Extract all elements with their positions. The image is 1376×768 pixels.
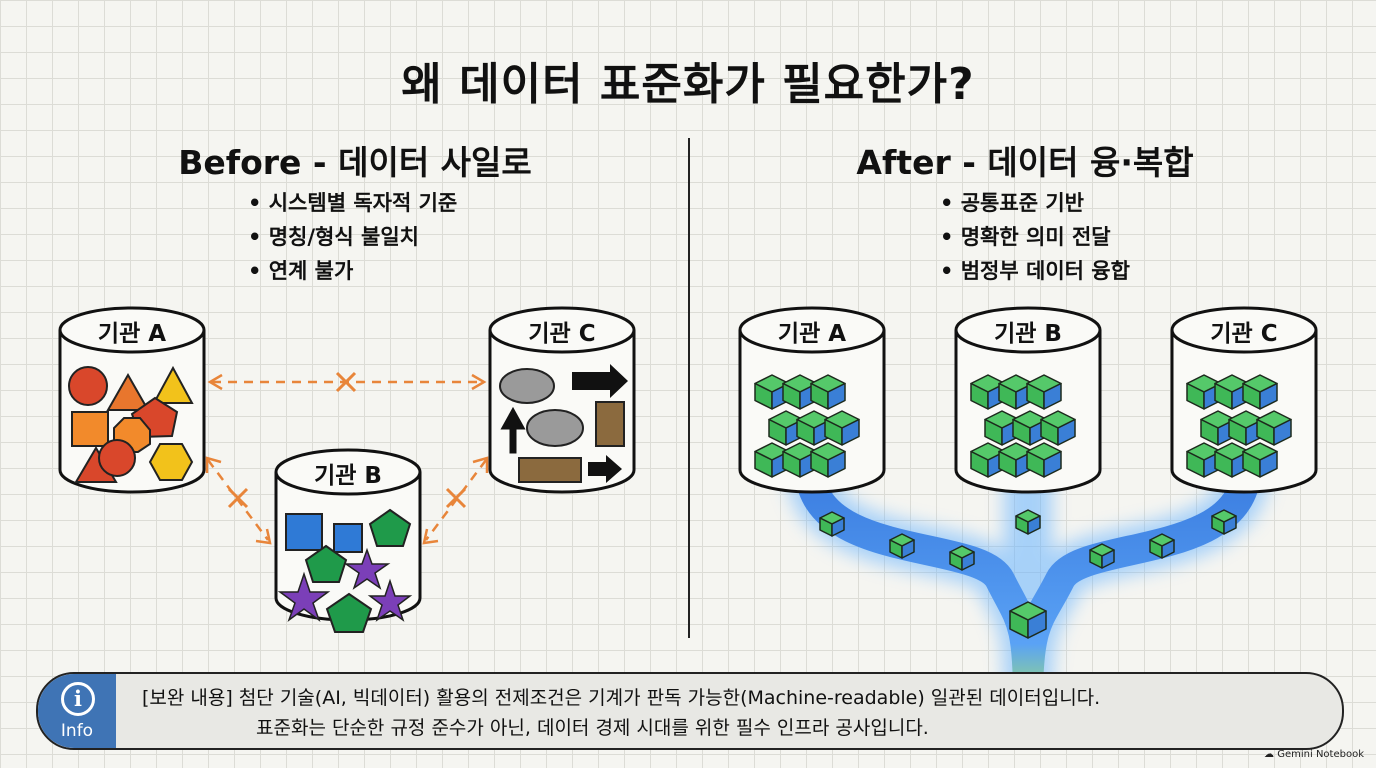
silo-label-c-after: 기관 C (1210, 321, 1278, 347)
purple-star-shape (343, 547, 391, 590)
info-text-line-1: [보완 내용] 첨단 기술(AI, 빅데이터) 활용의 전제조건은 기계가 판독… (142, 687, 1101, 709)
watermark: ☁ Gemini Notebook (1264, 749, 1364, 760)
data-cube-icon (1009, 601, 1047, 639)
info-box: i Info [보완 내용] 첨단 기술(AI, 빅데이터) 활용의 전제조건은… (36, 672, 1344, 750)
gray-ellipse-shape (526, 409, 584, 447)
broken-link-c-b (422, 456, 489, 545)
data-cube-icon (1089, 543, 1115, 569)
red-circle-shape (98, 439, 136, 477)
data-cube-icon (1214, 374, 1250, 410)
data-cube-icon (819, 511, 845, 537)
data-cube-icon (1214, 442, 1250, 478)
broken-links (205, 371, 489, 545)
broken-link-a-c (207, 371, 487, 393)
data-cube-icon (782, 374, 818, 410)
orange-triangle-shape (106, 372, 150, 411)
brown-rect-shape (518, 457, 582, 483)
green-pentagon-shape (368, 508, 412, 547)
data-cube-icon (970, 374, 1006, 410)
data-cube-icon (1242, 374, 1278, 410)
silo-label-b-after: 기관 B (994, 321, 1062, 347)
data-pipes (786, 469, 1270, 701)
purple-star-shape (277, 571, 331, 623)
after-bullet: 공통표준 기반 (940, 186, 1130, 220)
data-cube-icon (810, 442, 846, 478)
green-pentagon-shape (325, 592, 373, 633)
red-circle-shape (68, 366, 108, 406)
brown-rect-shape (595, 401, 625, 447)
data-cube-icon (754, 374, 790, 410)
info-sidebar: i Info (38, 674, 116, 748)
before-bullet: 명칭/형식 불일치 (248, 220, 457, 254)
before-bullet: 시스템별 독자적 기준 (248, 186, 458, 220)
main-title: 왜 데이터 표준화가 필요한가? (401, 59, 975, 110)
silo-label-c-before: 기관 C (528, 321, 596, 347)
cubes-layer (754, 374, 1292, 639)
info-icon: i (61, 682, 95, 716)
black-arrow-right-icon (588, 455, 622, 483)
data-cube-icon (1149, 533, 1175, 559)
silo-label-a-before: 기관 A (97, 321, 167, 347)
data-cube-icon (889, 533, 915, 559)
data-cube-icon (810, 374, 846, 410)
silo-b-before (274, 448, 422, 633)
pipe-left (795, 471, 1043, 701)
data-cube-icon (949, 545, 975, 571)
data-cube-icon (984, 410, 1020, 446)
data-cube-icon (1256, 410, 1292, 446)
yellow-hexagon-shape (148, 443, 194, 481)
before-bullet: 연계 불가 (248, 254, 457, 288)
data-cube-icon (768, 410, 804, 446)
data-cube-icon (1026, 374, 1062, 410)
black-arrow-right-icon (572, 364, 628, 398)
black-arrow-up-icon (500, 406, 526, 454)
silo-label-a-after: 기관 A (777, 321, 847, 347)
data-cube-icon (1026, 442, 1062, 478)
gray-ellipse-shape (499, 368, 555, 404)
blue-square-shape (333, 523, 363, 553)
data-cube-icon (1186, 442, 1222, 478)
purple-star-shape (367, 578, 413, 622)
data-cube-icon (1015, 509, 1041, 535)
silo-c-before (488, 306, 636, 494)
section-divider (688, 138, 690, 638)
broken-link-a-b (205, 456, 272, 545)
watermark-text: Gemini Notebook (1277, 749, 1364, 760)
data-cube-icon (1242, 442, 1278, 478)
silo-label-b-before: 기관 B (314, 463, 382, 489)
green-pentagon-shape (304, 544, 348, 583)
yellow-triangle-shape (152, 365, 194, 404)
after-bullet-list: 공통표준 기반 명확한 의미 전달 범정부 데이터 융합 (940, 186, 1130, 288)
before-section-title: Before - 데이터 사일로 (178, 143, 532, 182)
data-cube-icon (824, 410, 860, 446)
info-label: Info (60, 721, 94, 741)
after-section-title: After - 데이터 융·복합 (856, 143, 1194, 182)
pipe-right (1013, 471, 1261, 701)
after-bullet: 범정부 데이터 융합 (940, 254, 1130, 288)
data-cube-icon (1040, 410, 1076, 446)
silo-a-before (58, 306, 206, 494)
info-text-line-2: 표준화는 단순한 규정 준수가 아닌, 데이터 경제 시대를 위한 필수 인프라… (256, 717, 929, 739)
data-cube-icon (1211, 509, 1237, 535)
blue-square-shape (285, 513, 323, 551)
orange-square-shape (71, 411, 109, 447)
after-bullet: 명확한 의미 전달 (940, 220, 1130, 254)
data-cube-icon (1200, 410, 1236, 446)
before-bullet-list: 시스템별 독자적 기준 명칭/형식 불일치 연계 불가 (248, 186, 458, 288)
